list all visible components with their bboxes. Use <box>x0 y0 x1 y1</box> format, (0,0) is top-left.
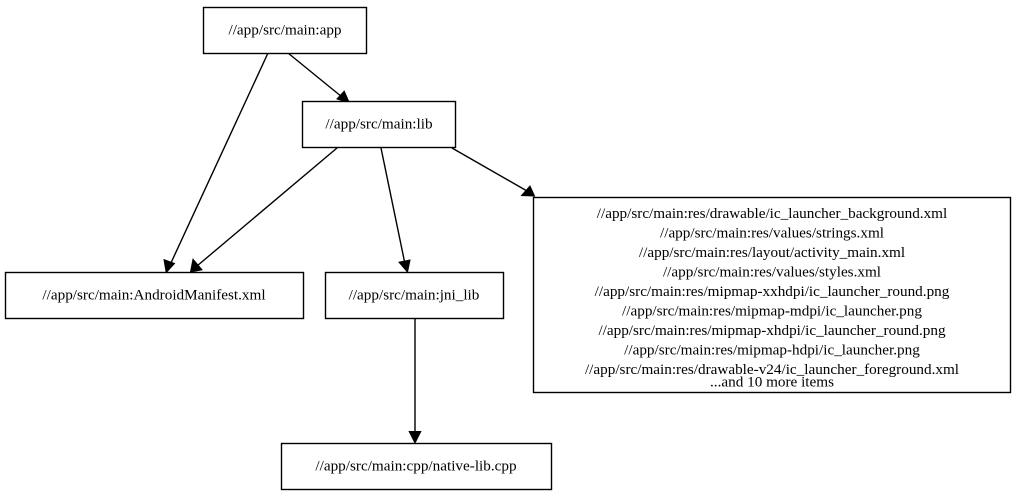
edge-line <box>287 52 343 98</box>
node-res-group-line-9: //app/src/main:res/drawable-v24/ic_launc… <box>585 361 959 378</box>
node-box <box>532 196 1012 394</box>
node-native-lib-cpp-label: //app/src/main:cpp/native-lib.cpp <box>315 457 516 474</box>
node-androidmanifest[interactable]: //app/src/main:AndroidManifest.xml <box>4 271 305 320</box>
edge-line <box>196 147 338 267</box>
node-androidmanifest-label: //app/src/main:AndroidManifest.xml <box>42 286 265 303</box>
node-native-lib-cpp[interactable]: //app/src/main:cpp/native-lib.cpp <box>280 442 553 491</box>
edge-line <box>380 147 406 265</box>
edge-lib-to-manifest[interactable] <box>189 147 338 273</box>
node-jni-lib-label: //app/src/main:jni_lib <box>349 286 480 303</box>
node-res-group-line-6: //app/src/main:res/mipmap-mdpi/ic_launch… <box>622 303 922 320</box>
node-box <box>202 6 368 55</box>
node-jni-lib[interactable]: //app/src/main:jni_lib <box>324 271 505 320</box>
node-res-group[interactable]: //app/src/main:res/drawable/ic_launcher_… <box>532 196 1012 394</box>
node-box <box>280 442 553 491</box>
node-res-group-line-3: //app/src/main:res/layout/activity_main.… <box>639 244 905 261</box>
node-res-group-line-4: //app/src/main:res/values/styles.xml <box>663 264 881 281</box>
node-lib-label: //app/src/main:lib <box>325 115 433 132</box>
node-box <box>301 100 457 149</box>
arrowhead <box>520 185 536 197</box>
graph-edges <box>163 52 536 445</box>
graph-nodes: //app/src/main:app //app/src/main:lib //… <box>4 6 1012 491</box>
node-app[interactable]: //app/src/main:app <box>202 6 368 55</box>
node-box <box>324 271 505 320</box>
edge-app-to-manifest[interactable] <box>163 52 269 274</box>
node-box <box>4 271 305 320</box>
node-lib[interactable]: //app/src/main:lib <box>301 100 457 149</box>
arrowhead <box>408 431 422 445</box>
node-res-group-line-1: //app/src/main:res/drawable/ic_launcher_… <box>597 205 947 222</box>
node-res-group-line-7: //app/src/main:res/mipmap-xhdpi/ic_launc… <box>598 322 946 339</box>
edge-jni_lib-to-native_lib[interactable] <box>408 318 422 445</box>
edge-app-to-lib[interactable] <box>287 52 351 105</box>
edge-line <box>451 147 528 192</box>
edge-lib-to-res_group[interactable] <box>451 147 536 197</box>
edge-line <box>169 52 269 266</box>
node-res-group-line-5: //app/src/main:res/mipmap-xxhdpi/ic_laun… <box>595 283 950 300</box>
node-res-group-line-8: //app/src/main:res/mipmap-hdpi/ic_launch… <box>624 342 920 359</box>
edge-lib-to-jni_lib[interactable] <box>380 147 411 274</box>
arrowhead <box>163 258 176 274</box>
node-res-group-line-2: //app/src/main:res/values/strings.xml <box>660 225 884 242</box>
node-res-group-line-10: ...and 10 more items <box>710 374 834 391</box>
arrowhead <box>189 258 203 273</box>
node-app-label: //app/src/main:app <box>228 21 341 38</box>
arrowhead <box>398 259 411 274</box>
